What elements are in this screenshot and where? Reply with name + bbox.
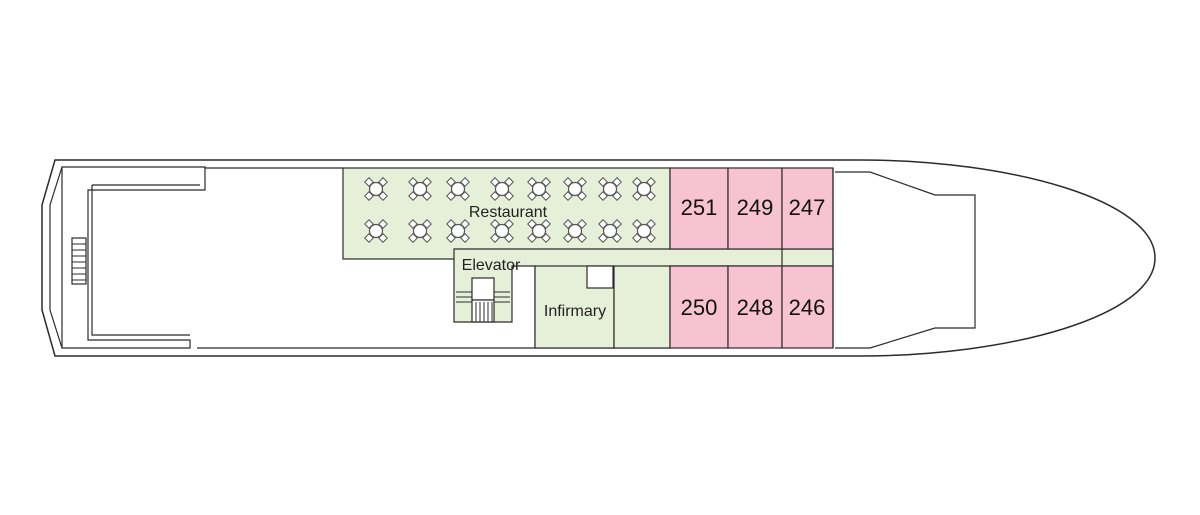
infirmary-label: Infirmary bbox=[544, 303, 606, 320]
infirmary-closet bbox=[586, 265, 614, 289]
table-icon bbox=[364, 219, 388, 243]
table-icon bbox=[527, 219, 551, 243]
table-icon bbox=[408, 177, 432, 201]
table-icon bbox=[563, 219, 587, 243]
restaurant-tables bbox=[364, 177, 656, 243]
cabin-249-label: 249 bbox=[737, 195, 774, 220]
cabin-248-label: 248 bbox=[737, 295, 774, 320]
table-icon bbox=[563, 177, 587, 201]
aft-rail bbox=[49, 166, 63, 349]
table-icon bbox=[598, 219, 622, 243]
table-icon bbox=[632, 177, 656, 201]
cabin-248[interactable] bbox=[727, 265, 783, 349]
table-icon bbox=[490, 177, 514, 201]
cabin-249[interactable] bbox=[727, 167, 783, 250]
cabin-251[interactable] bbox=[669, 167, 729, 250]
service-room bbox=[613, 265, 671, 349]
stairwell-icon bbox=[456, 277, 510, 323]
table-icon bbox=[490, 219, 514, 243]
inner-deck-wall bbox=[91, 184, 200, 336]
cabin-250-label: 250 bbox=[681, 295, 718, 320]
table-icon bbox=[446, 219, 470, 243]
table-icon bbox=[364, 177, 388, 201]
cabin-247[interactable] bbox=[781, 167, 834, 250]
table-icon bbox=[408, 219, 432, 243]
table-icon bbox=[632, 219, 656, 243]
table-icon bbox=[598, 177, 622, 201]
cabin-251-label: 251 bbox=[681, 195, 718, 220]
table-icon bbox=[446, 177, 470, 201]
table-icon bbox=[527, 177, 551, 201]
restaurant-label: Restaurant bbox=[469, 204, 548, 221]
cabin-247-label: 247 bbox=[789, 195, 826, 220]
inner-deck-outline bbox=[61, 166, 206, 349]
elevator-label: Elevator bbox=[462, 257, 521, 274]
deck-boundary bbox=[197, 167, 976, 349]
stern-ladder-icon bbox=[71, 237, 87, 285]
cabin-246-label: 246 bbox=[789, 295, 826, 320]
